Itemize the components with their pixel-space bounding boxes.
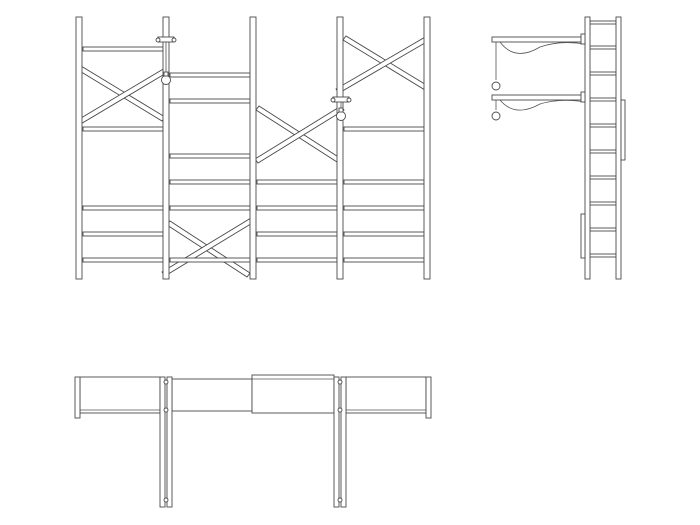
ladder-rail-left [584,16,591,280]
front-uprights [75,16,431,280]
lamp-clamp [157,36,175,43]
leg-rail [166,376,173,508]
shelf-bay1-2 [82,126,164,132]
rail-clip [580,33,586,45]
ladder-rail-right [615,16,622,280]
clamp-knob-icon [155,37,161,43]
upright-2 [162,16,170,280]
leg-rail [340,376,347,508]
cross-braces [75,35,431,278]
brace-bay3-b [254,105,345,164]
light-bulb-icon [161,75,171,85]
plan-leg-left [159,376,173,508]
shelf-bay2-4 [169,179,251,185]
shelf-bay2-5 [169,205,251,211]
light-bulb-icon [491,81,501,91]
plan-view [74,374,432,508]
lamp-left [155,36,177,85]
shelf-bay1-3 [82,205,164,211]
shelf-bay2-6 [169,257,251,263]
upright-1 [75,16,83,280]
plan-shelf-bay3 [251,374,335,414]
ladder-rung [589,175,617,180]
lamp-arm-lower [491,94,589,101]
lamp-cord-upper [499,41,586,54]
ladder-rung [589,123,617,128]
ladder-rung [589,71,617,76]
leg-rail [333,376,340,508]
front-shelves [82,46,425,263]
upright-5 [423,16,431,280]
light-bulb-icon [336,111,346,121]
front-elevation [75,16,431,280]
bolt-icon [337,497,343,503]
ladder-rung [589,20,617,25]
upright-3 [249,16,257,280]
ladder-rung [589,227,617,232]
ladder-rung [589,201,617,206]
shelf-bay4-5 [343,257,425,263]
shelf-bay4-3 [343,205,425,211]
lamp-middle [330,96,352,121]
lamp-arm-upper [491,36,589,43]
bolt-icon [163,407,169,413]
side-bracket-upper [620,99,626,161]
ladder-rung [589,253,617,258]
bulb-socket [163,71,169,77]
plan-shelf-bay4 [345,376,427,414]
plan-shelf-bay1 [79,376,161,414]
ladder-rung [589,149,617,154]
clamp-knob-icon [346,97,352,103]
rail-clip [580,91,586,103]
clamp-knob-icon [330,97,336,103]
ladder-rung [589,45,617,50]
lamp-clamp [332,96,350,103]
ladder-rung [589,97,617,102]
shelf-bay1-1 [82,46,164,52]
lamp-cord-lower [499,99,586,111]
shelf-bay2-3 [169,153,251,159]
ladder-rungs [589,20,617,258]
bulb-socket [338,107,344,113]
plan-leg-right [333,376,347,508]
light-bulb-icon [491,111,501,121]
side-bracket-lower [580,213,586,259]
bolt-icon [337,407,343,413]
shelf-bay4-1 [343,126,425,132]
plan-post-left [74,376,81,419]
plan-shelf-bay2 [171,378,253,412]
side-elevation [491,16,626,280]
shelf-bay3-4 [256,257,338,263]
bolt-icon [163,497,169,503]
shelf-bay3-3 [256,231,338,237]
bolt-icon [337,379,343,385]
shelf-bay1-4 [82,231,164,237]
plan-post-right [425,376,432,419]
shelf-bay2-1 [169,72,251,78]
bolt-icon [163,379,169,385]
leg-rail [159,376,166,508]
shelf-bay4-4 [343,231,425,237]
shelf-bay1-5 [82,257,164,263]
shelf-bay4-2 [343,179,425,185]
upright-4 [336,16,344,280]
shelf-bay2-2 [169,98,251,104]
shelf-bay3-2 [256,205,338,211]
shelf-bay3-1 [256,179,338,185]
clamp-knob-icon [171,37,177,43]
